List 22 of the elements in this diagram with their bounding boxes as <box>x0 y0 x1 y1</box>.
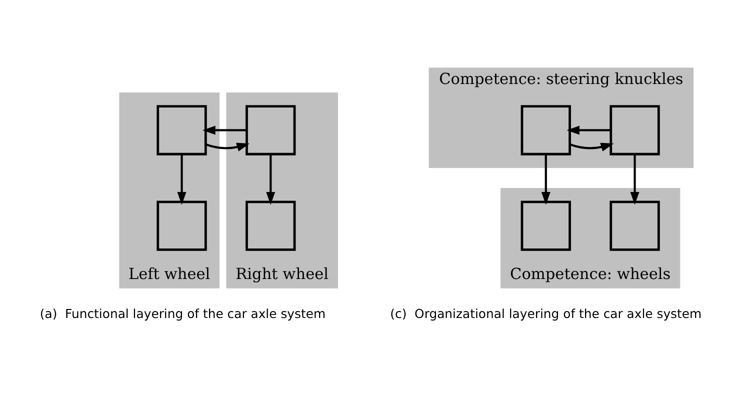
cluster: Competence: steering knuckles <box>428 68 694 168</box>
arrow <box>630 154 640 205</box>
arrow <box>205 142 250 152</box>
cluster: Right wheel <box>226 92 338 288</box>
node-box <box>246 200 296 251</box>
arrow <box>266 154 276 205</box>
label: (c) Organizational layering of the car axle system <box>390 306 702 321</box>
arrow <box>570 142 614 152</box>
cluster: Left wheel <box>119 92 220 288</box>
node-box <box>246 105 296 156</box>
node-box <box>520 200 571 251</box>
arrow <box>202 126 247 135</box>
node-box <box>610 105 660 156</box>
arrow <box>566 126 611 135</box>
node-box <box>156 200 207 251</box>
arrow <box>541 154 550 205</box>
label: (a) Functional layering of the car axle system <box>40 306 326 321</box>
node-box <box>520 105 571 156</box>
node-box <box>610 200 660 251</box>
arrow <box>177 154 186 205</box>
cluster: Competence: wheels <box>500 188 680 288</box>
node-box <box>156 105 207 156</box>
